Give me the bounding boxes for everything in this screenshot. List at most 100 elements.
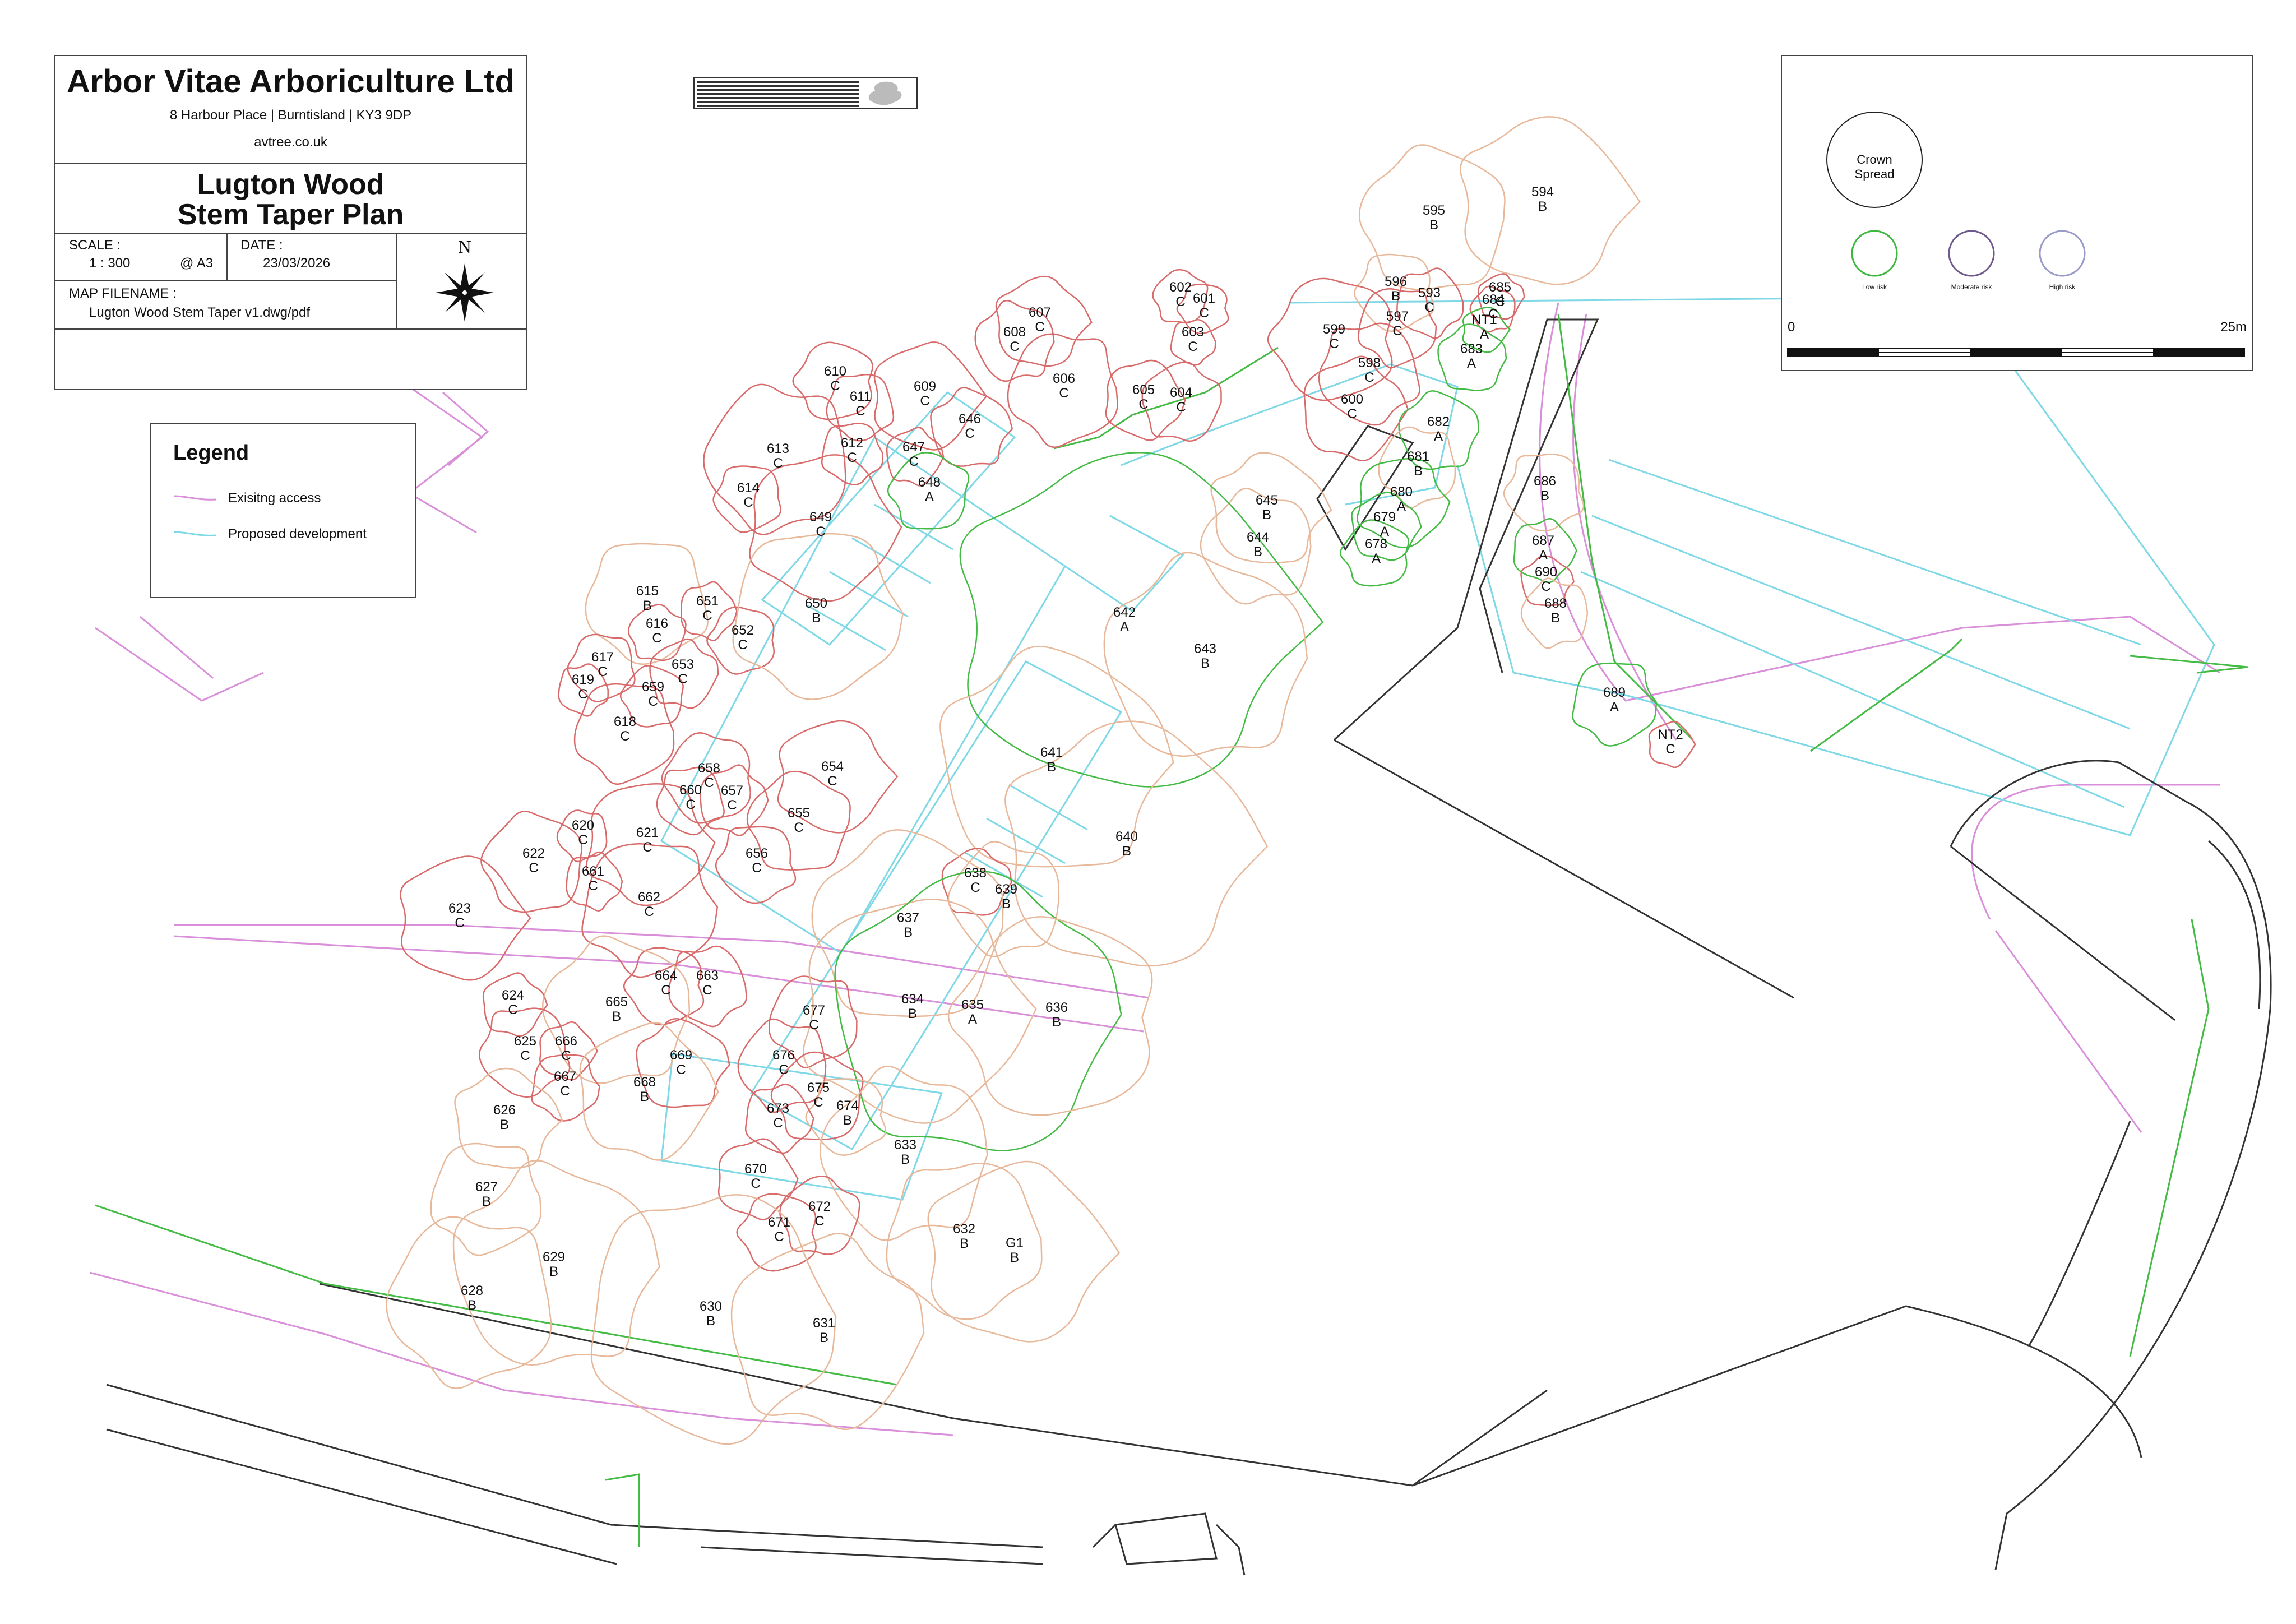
company-website[interactable]: avtree.co.uk <box>254 135 327 150</box>
tree-label-G1[interactable]: G1B <box>1006 1236 1024 1265</box>
